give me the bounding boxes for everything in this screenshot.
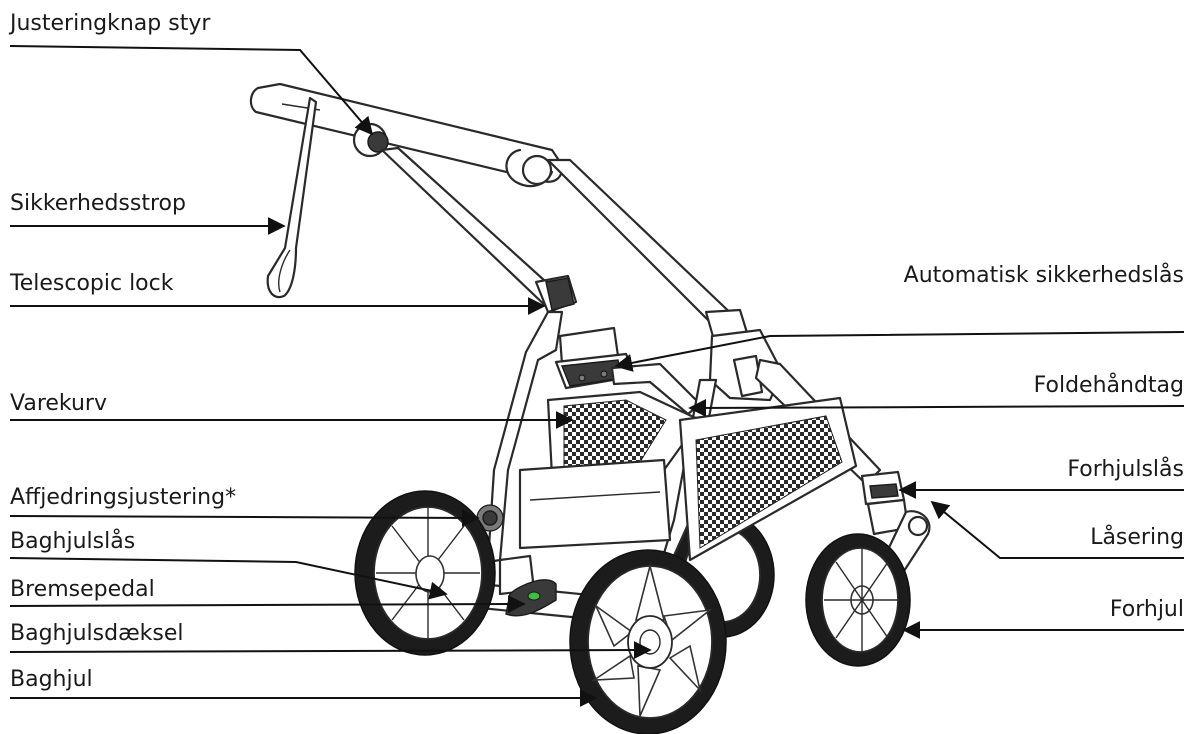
label-laasering: Låsering [1090, 524, 1184, 550]
safety-strap [268, 98, 316, 297]
label-foldehaandtag: Foldehåndtag [1034, 372, 1184, 398]
label-bremsepedal: Bremsepedal [10, 577, 155, 602]
label-forhjul: Forhjul [1110, 597, 1184, 622]
handle-tube-right [548, 160, 748, 340]
front-wheel [806, 534, 910, 666]
rear-wheel-left [355, 491, 495, 655]
leader-foldehaandtag [690, 406, 1184, 408]
basket-right [680, 398, 856, 560]
label-baghjulsdaeksel: Baghjulsdæksel [10, 621, 184, 646]
leader-automatisk-sikkerhedslaas [616, 332, 1184, 366]
label-sikkerhedsstrop: Sikkerhedsstrop [10, 191, 186, 216]
label-telescopic-lock: Telescopic lock [9, 271, 174, 296]
leader-baghjulsdaeksel [10, 650, 650, 652]
rear-wheel-right [570, 550, 726, 734]
label-automatisk-sikkerhedslaas: Automatisk sikkerhedslås [904, 262, 1184, 288]
label-affjedringsjustering: Affjedringsjustering* [10, 485, 236, 510]
label-varekurv: Varekurv [10, 391, 107, 416]
label-baghjulslaas: Baghjulslås [10, 528, 135, 554]
stroller-illustration [251, 84, 930, 734]
label-justeringknap-styr: Justeringknap styr [8, 11, 211, 36]
label-baghjul: Baghjul [10, 667, 93, 692]
label-forhjulslaas: Forhjulslås [1067, 456, 1184, 482]
